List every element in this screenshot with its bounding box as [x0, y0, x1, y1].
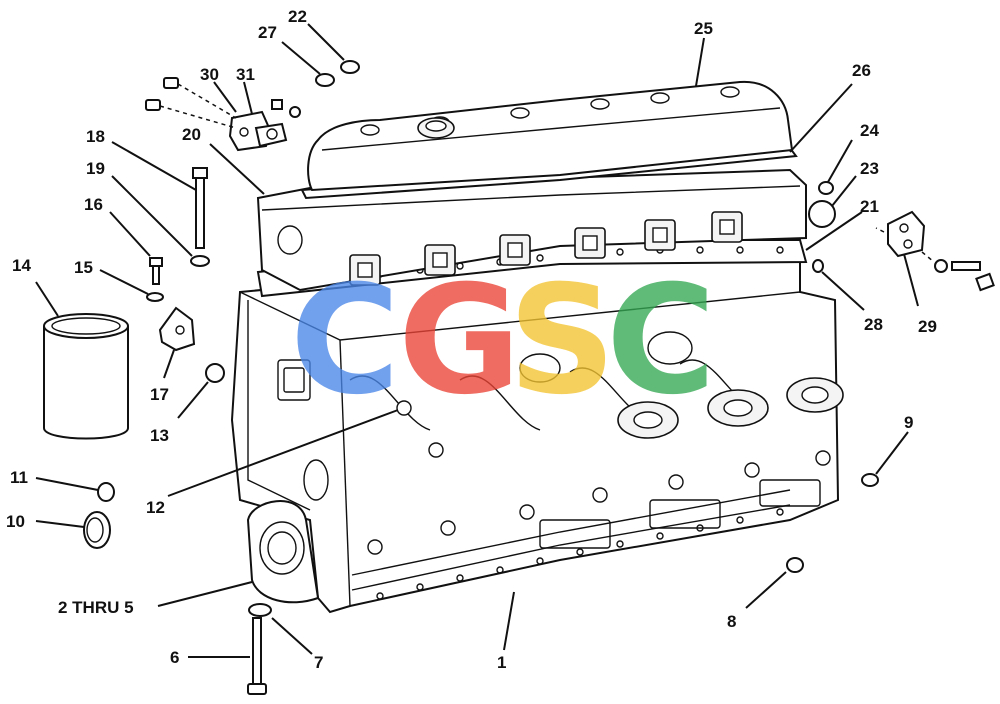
callout-2-thru-5: 2 THRU 5: [58, 598, 134, 617]
callout-17: 17: [150, 385, 169, 404]
callout-11: 11: [10, 468, 28, 487]
callout-21: 21: [860, 197, 879, 216]
callout-27: 27: [258, 23, 277, 42]
callout-labels: 1 2 THRU 5 6 7 8 9 10 11 12 13 14 15 16 …: [6, 7, 937, 672]
head-bolt-18: [192, 167, 208, 249]
bolt-16: [149, 257, 163, 285]
callout-12: 12: [146, 498, 165, 517]
grommet-22: [340, 60, 360, 74]
cgsc-watermark: C G S C: [290, 254, 716, 428]
callout-30: 30: [200, 65, 219, 84]
callout-8: 8: [727, 612, 736, 631]
callout-22: 22: [288, 7, 307, 26]
lifting-eye-29: [887, 210, 926, 258]
callout-23: 23: [860, 159, 879, 178]
screw-a: [163, 77, 179, 89]
callout-1: 1: [497, 653, 506, 672]
core-plug-small: [97, 482, 115, 502]
callout-13: 13: [150, 426, 169, 445]
washer-7: [248, 603, 272, 617]
callout-20: 20: [182, 125, 201, 144]
bolt-6: [247, 617, 267, 695]
leader-lines: [35, 23, 919, 658]
bolt-29: [934, 259, 995, 292]
plug-24: [818, 181, 834, 195]
callout-16: 16: [84, 195, 103, 214]
plug-8: [786, 557, 804, 573]
expansion-plug: [205, 363, 225, 383]
callout-6: 6: [170, 648, 179, 667]
callout-10: 10: [6, 512, 25, 531]
cylinder-block: [230, 261, 844, 614]
callout-29: 29: [918, 317, 937, 336]
callout-31: 31: [236, 65, 255, 84]
gasket-23: [808, 200, 836, 228]
valve-cover: [307, 80, 794, 192]
screw-c: [271, 99, 301, 118]
watermark-letter-1: C: [290, 254, 400, 428]
grommet-27: [315, 73, 335, 87]
cylinder-head: [256, 168, 807, 292]
lifting-bracket: [158, 306, 196, 352]
o-ring-28: [812, 259, 824, 273]
callout-28: 28: [864, 315, 883, 334]
watermark-letter-3: S: [508, 254, 616, 428]
callout-18: 18: [86, 127, 105, 146]
callout-15: 15: [74, 258, 93, 277]
plug-9: [861, 473, 879, 487]
watermark-letter-2: G: [398, 254, 521, 428]
core-plug-large: [83, 511, 111, 549]
washer-15: [146, 292, 164, 302]
watermark-letter-4: C: [606, 254, 716, 428]
washer-19: [190, 255, 210, 267]
callout-19: 19: [86, 159, 105, 178]
callout-9: 9: [904, 413, 913, 432]
callout-25: 25: [694, 19, 713, 38]
callout-26: 26: [852, 61, 871, 80]
cylinder-sleeve: [43, 313, 129, 440]
screw-b: [145, 99, 161, 111]
breather-fitting: [254, 122, 288, 148]
callout-7: 7: [314, 653, 323, 672]
callout-14: 14: [12, 256, 31, 275]
callout-24: 24: [860, 121, 879, 140]
